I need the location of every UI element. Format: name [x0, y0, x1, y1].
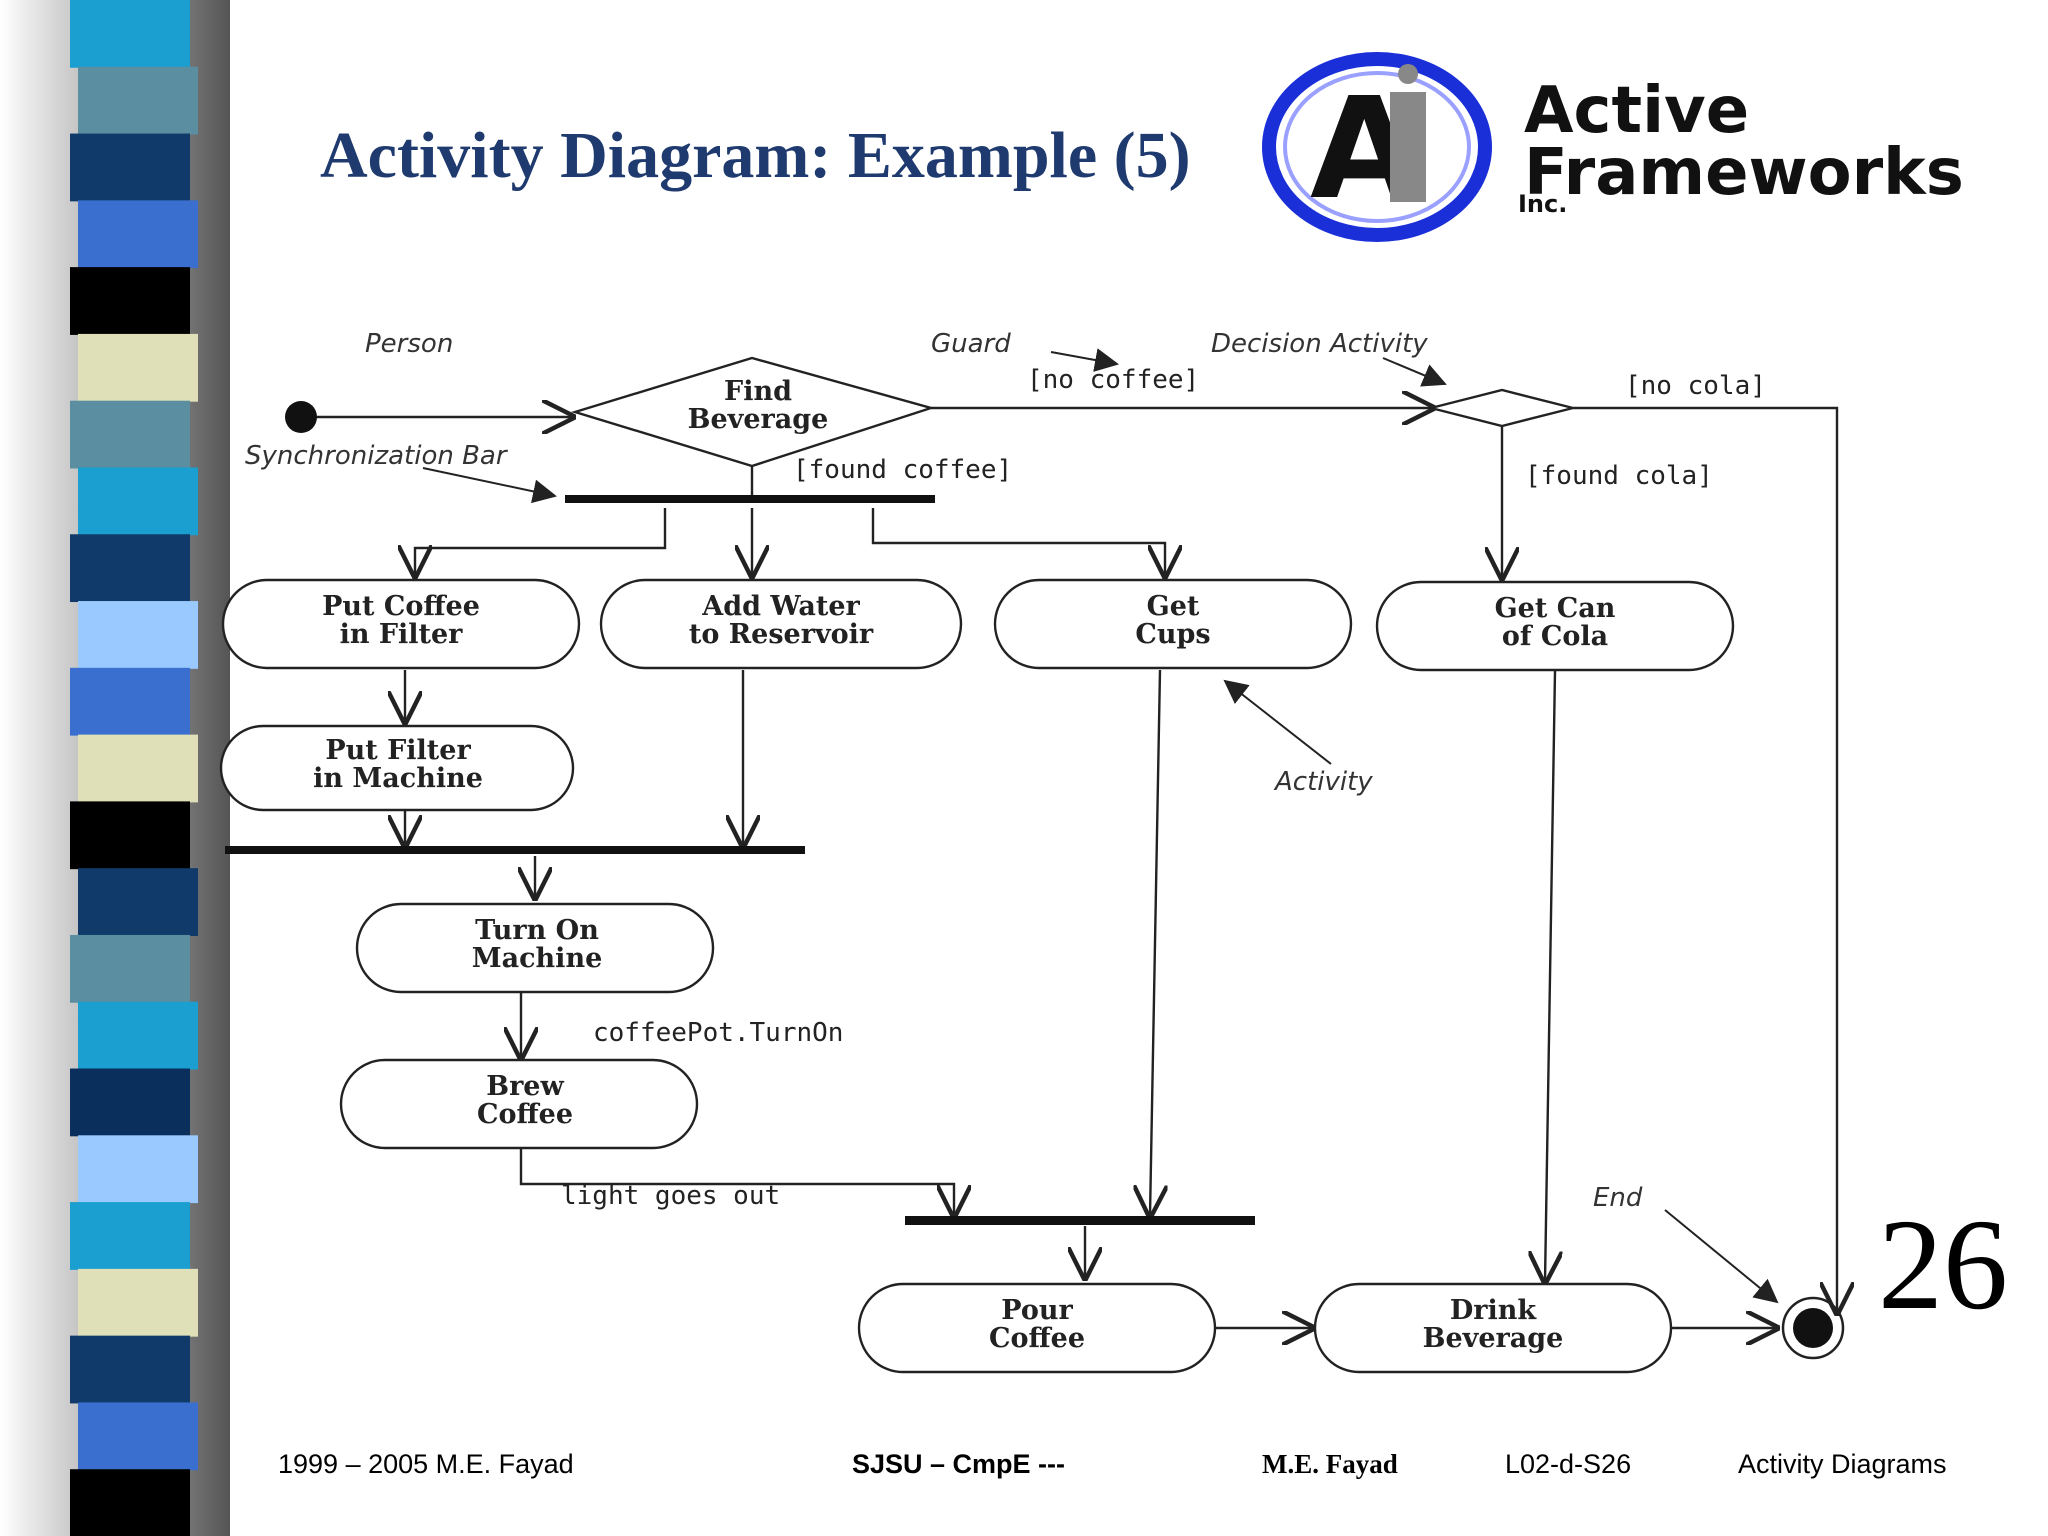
guard-found-cola: [found cola] — [1525, 461, 1713, 491]
slide-number: 26 — [1878, 1193, 2008, 1337]
activity-put-filter: Put Filter in Machine — [219, 724, 575, 812]
svg-text:Pour: Pour — [1001, 1295, 1073, 1326]
bar-stripe — [70, 534, 190, 603]
sync-bar-2 — [225, 846, 805, 854]
svg-text:Turn On: Turn On — [475, 915, 599, 946]
find-beverage-decision: Find Beverage — [570, 356, 936, 468]
start-node — [285, 401, 317, 433]
svg-text:Inc.: Inc. — [1518, 190, 1567, 218]
activity-put-coffee: Put Coffee in Filter — [221, 578, 581, 670]
svg-text:Machine: Machine — [472, 943, 603, 974]
active-frameworks-logo: A Active Frameworks Inc. — [1262, 52, 1964, 242]
flow-to-get-cups — [871, 508, 1165, 576]
svg-text:Cups: Cups — [1135, 619, 1210, 650]
flow-to-put-coffee — [415, 508, 667, 576]
svg-text:of Cola: of Cola — [1502, 621, 1608, 652]
bar-stripe — [70, 1068, 190, 1137]
svg-text:Get: Get — [1147, 591, 1200, 622]
bar-stripe — [78, 1135, 198, 1204]
footer-course: SJSU – CmpE --- — [852, 1449, 1066, 1479]
guard-note: Guard — [931, 329, 1011, 359]
footer-author: M.E. Fayad — [1262, 1449, 1398, 1479]
bar-stripe — [70, 667, 190, 736]
bar-stripe — [70, 267, 190, 335]
bar-stripe — [78, 333, 198, 402]
bar-stripe — [78, 601, 198, 669]
sync-bar-3 — [905, 1216, 1255, 1225]
bar-stripe — [78, 467, 198, 536]
activity-get-cups: Get Cups — [993, 578, 1353, 670]
activity-turn-on: Turn On Machine — [355, 902, 715, 994]
footer-topic: Activity Diagrams — [1738, 1449, 1947, 1479]
bar-stripe — [70, 0, 190, 68]
footer-copyright: 1999 – 2005 M.E. Fayad — [278, 1449, 574, 1479]
activity-brew: Brew Coffee — [339, 1058, 699, 1150]
svg-text:Drink: Drink — [1450, 1295, 1538, 1326]
activity-get-can: Get Can of Cola — [1375, 580, 1735, 672]
end-note: End — [1593, 1183, 1643, 1213]
flow-cups-bar — [1150, 669, 1160, 1216]
svg-text:Brew: Brew — [486, 1071, 564, 1102]
svg-text:Put Filter: Put Filter — [325, 735, 471, 766]
guard-no-cola: [no cola] — [1625, 371, 1766, 401]
bar-stripe — [70, 934, 190, 1003]
bar-stripe — [78, 734, 198, 803]
activity-add-water: Add Water to Reservoir — [599, 578, 963, 670]
svg-text:Add Water: Add Water — [701, 591, 860, 622]
bar-stripe — [78, 868, 198, 936]
activity-pointer — [1223, 679, 1332, 765]
footer-slide-id: L02-d-S26 — [1505, 1449, 1632, 1479]
event-light-goes-out: light goes out — [561, 1181, 780, 1211]
bar-stripe — [70, 1202, 190, 1270]
bar-stripe — [70, 400, 190, 469]
bar-stripe — [78, 1402, 198, 1471]
find-beverage-line2: Beverage — [688, 404, 829, 435]
svg-text:to Reservoir: to Reservoir — [689, 619, 874, 650]
bar-stripe — [70, 133, 190, 202]
bar-stripe — [78, 1268, 198, 1337]
activity-diagram: Find Beverage Put Coffee in Filter Add W… — [219, 329, 1885, 1374]
bar-stripe — [78, 66, 198, 135]
swimlane-label: Person — [365, 329, 453, 359]
guard-no-coffee: [no coffee] — [1027, 365, 1199, 395]
bar-stripe — [70, 801, 190, 870]
bar-stripe — [70, 1335, 190, 1404]
bar-stripe — [78, 1001, 198, 1070]
svg-text:in Filter: in Filter — [340, 619, 464, 650]
flow-no-cola — [1573, 406, 1837, 1313]
svg-text:Active: Active — [1524, 74, 1749, 148]
flow-light-goes-out — [519, 1146, 954, 1216]
svg-text:Beverage: Beverage — [1423, 1323, 1564, 1354]
event-turn-on: coffeePot.TurnOn — [593, 1018, 843, 1048]
slide-title: Activity Diagram: Example (5) — [320, 119, 1191, 192]
end-pointer — [1664, 1209, 1779, 1304]
activity-drink: Drink Beverage — [1313, 1282, 1673, 1374]
svg-text:Get Can: Get Can — [1495, 593, 1616, 624]
left-decoration-bar — [0, 0, 230, 1536]
cola-decision-diamond — [1430, 388, 1574, 428]
bar-stripe — [70, 1469, 190, 1536]
decision-note: Decision Activity — [1211, 329, 1428, 359]
svg-text:Coffee: Coffee — [989, 1323, 1085, 1354]
bar-stripe — [78, 200, 198, 269]
find-beverage-line1: Find — [724, 376, 792, 407]
guard-found-coffee: [found coffee] — [793, 455, 1012, 485]
sync-bar-pointer — [422, 467, 557, 504]
svg-text:Frameworks: Frameworks — [1524, 136, 1964, 210]
activity-note: Activity — [1273, 767, 1373, 797]
sync-bar-1 — [565, 495, 935, 503]
svg-text:Coffee: Coffee — [477, 1099, 573, 1130]
end-node — [1781, 1296, 1845, 1360]
sync-bar-note: Synchronization Bar — [245, 441, 509, 471]
decision-pointer — [1382, 357, 1447, 387]
flow-can-drink — [1545, 670, 1555, 1282]
activity-pour: Pour Coffee — [857, 1282, 1217, 1374]
svg-text:in Machine: in Machine — [313, 763, 483, 794]
svg-text:Put Coffee: Put Coffee — [322, 591, 480, 622]
guard-pointer — [1050, 348, 1119, 372]
